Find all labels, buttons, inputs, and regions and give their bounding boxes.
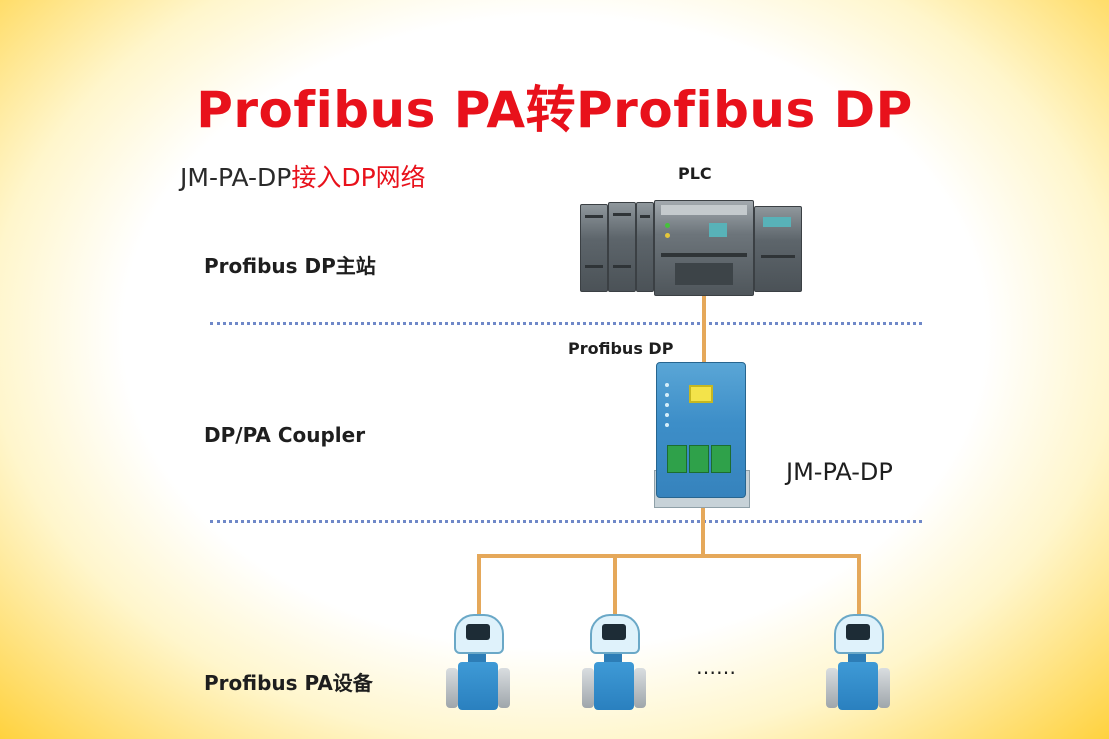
pa-flowmeter-1 [440,612,516,714]
wire-drop-3 [857,554,861,618]
wire-drop-2 [613,554,617,618]
label-dp-master: Profibus DP主站 [204,254,376,278]
terminal-block [667,445,687,473]
pa-flowmeter-2 [576,612,652,714]
diagram-title: Profibus PA转Profibus DP [196,81,913,139]
profibus-dp-link-label: Profibus DP [568,339,674,358]
label-pa-devices: Profibus PA设备 [204,671,373,695]
gateway-label: JM-PA-DP [786,458,893,486]
plc-label: PLC [678,164,712,183]
wire-coupler-down [701,503,705,556]
divider-top [210,322,922,325]
divider-bottom [210,520,922,523]
plc-comm-module [754,206,802,292]
coupler-device [654,362,750,508]
plc-cpu-module [654,200,754,296]
plc-power-module [580,204,608,292]
plc-io-module-2 [636,202,654,292]
wire-plc-to-coupler [702,292,706,364]
subtitle-model: JM-PA-DP [180,163,292,192]
more-devices-ellipsis: …… [696,655,736,679]
wire-drop-1 [477,554,481,618]
coupler-display [689,385,713,403]
plc-device [580,200,802,296]
pa-flowmeter-3 [820,612,896,714]
subtitle: JM-PA-DP接入DP网络 [180,158,426,194]
subtitle-description: 接入DP网络 [291,163,426,192]
coupler-led [665,383,669,387]
wire-pa-bus [477,554,861,558]
plc-io-module-1 [608,202,636,292]
label-dp-pa-coupler: DP/PA Coupler [204,423,366,447]
